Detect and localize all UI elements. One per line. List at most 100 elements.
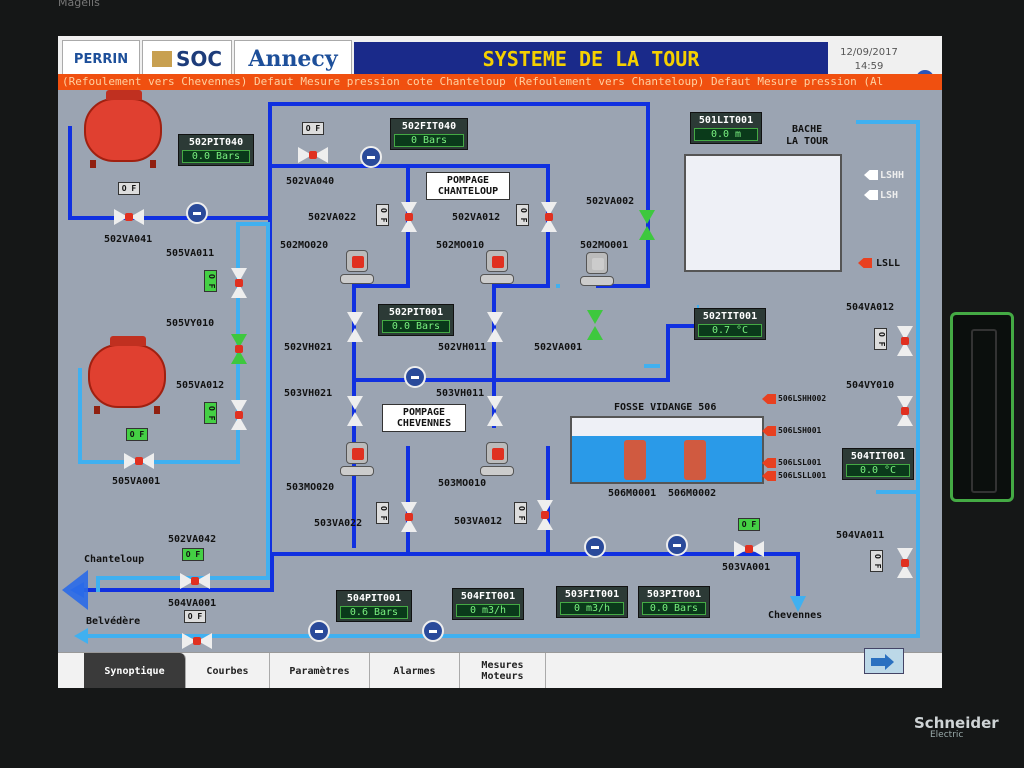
valve-504VY010[interactable] bbox=[896, 394, 914, 428]
perrin-logo: PERRIN bbox=[62, 40, 140, 78]
of-toggle[interactable]: O F bbox=[376, 204, 389, 226]
level-switch-icon bbox=[864, 190, 878, 200]
instrument-tag: 502PIT040 bbox=[188, 137, 244, 148]
valve-504VA011[interactable] bbox=[896, 546, 914, 580]
valve-belvedere[interactable] bbox=[180, 632, 214, 650]
tab-synoptique[interactable]: Synoptique bbox=[84, 653, 186, 688]
tab-courbes[interactable]: Courbes bbox=[186, 653, 270, 688]
arrow-chevennes bbox=[790, 596, 806, 612]
valve-505VA001[interactable] bbox=[122, 452, 156, 470]
label-503VH021: 503VH021 bbox=[284, 388, 333, 399]
valve-503VA001[interactable] bbox=[732, 540, 766, 558]
pump-503MO010[interactable] bbox=[480, 442, 514, 480]
schneider-logo-text: Schneider bbox=[914, 714, 999, 732]
instrument-value: 0.0 m bbox=[694, 128, 758, 141]
valve-502VA022[interactable] bbox=[400, 200, 418, 234]
valve-504VA012[interactable] bbox=[896, 324, 914, 358]
pressure-sensor-icon[interactable] bbox=[308, 620, 330, 642]
label-502VA041: 502VA041 bbox=[104, 234, 153, 245]
of-toggle[interactable]: O F bbox=[870, 550, 883, 572]
valve-505VY010[interactable] bbox=[230, 332, 248, 366]
flow-sensor-icon[interactable] bbox=[422, 620, 444, 642]
of-toggle[interactable]: O F bbox=[514, 502, 527, 524]
tab-bar: Synoptique Courbes Paramètres Alarmes Me… bbox=[58, 652, 942, 688]
bache-la-tour-tank[interactable] bbox=[684, 154, 842, 272]
tab-parametres[interactable]: Paramètres bbox=[270, 653, 370, 688]
valve-504VA001[interactable] bbox=[178, 572, 212, 590]
sump-pump-icon[interactable] bbox=[684, 440, 706, 480]
bezel-brand-top: Magelis bbox=[58, 0, 100, 9]
of-toggle[interactable]: O F bbox=[204, 270, 217, 292]
of-toggle[interactable]: O F bbox=[126, 428, 148, 441]
valve-502VA012[interactable] bbox=[540, 200, 558, 234]
label-502VA042: 502VA042 bbox=[168, 534, 217, 545]
valve-502VA040[interactable] bbox=[296, 146, 330, 164]
pressure-sensor-icon[interactable] bbox=[404, 366, 426, 388]
instrument-tag: 502FIT040 bbox=[401, 121, 457, 132]
valve-505VA011[interactable] bbox=[230, 266, 248, 300]
touch-screen: PERRIN SOC Annecy SYSTEME DE LA TOUR 12/… bbox=[58, 36, 942, 688]
valve-502VA041[interactable] bbox=[112, 208, 146, 226]
valve-502VA001[interactable] bbox=[586, 308, 604, 342]
time: 14:59 bbox=[854, 61, 884, 72]
valve-503VA012[interactable] bbox=[536, 498, 554, 532]
instrument-value: 0.7 °C bbox=[698, 324, 762, 337]
valve-503VA022[interactable] bbox=[400, 500, 418, 534]
of-toggle[interactable]: O F bbox=[204, 402, 217, 424]
sump-pump-icon[interactable] bbox=[624, 440, 646, 480]
alarm-banner[interactable]: (Refoulement vers Chevennes) Defaut Mesu… bbox=[58, 74, 942, 90]
tab-alarmes[interactable]: Alarmes bbox=[370, 653, 460, 688]
flow-sensor-icon[interactable] bbox=[584, 536, 606, 558]
exit-icon[interactable] bbox=[864, 648, 904, 674]
of-toggle[interactable]: O F bbox=[738, 518, 760, 531]
label-503VA022: 503VA022 bbox=[314, 518, 363, 529]
pump-502MO010[interactable] bbox=[480, 250, 514, 288]
of-toggle[interactable]: O F bbox=[184, 610, 206, 623]
of-toggle[interactable]: O F bbox=[118, 182, 140, 195]
label-506M0001: 506M0001 bbox=[608, 488, 657, 499]
level-switch-icon bbox=[864, 170, 878, 180]
of-toggle[interactable]: O F bbox=[874, 328, 887, 350]
tab-mesures-moteurs[interactable]: Mesures Moteurs bbox=[460, 653, 546, 688]
pipe-segment bbox=[82, 120, 920, 638]
flow-sensor-icon[interactable] bbox=[360, 146, 382, 168]
pressure-sensor-icon[interactable] bbox=[186, 202, 208, 224]
level-switch-icon bbox=[858, 258, 872, 268]
pump-503MO020[interactable] bbox=[340, 442, 374, 480]
of-toggle[interactable]: O F bbox=[516, 204, 529, 226]
valve-505VA012[interactable] bbox=[230, 398, 248, 432]
pressure-sensor-icon[interactable] bbox=[666, 534, 688, 556]
label-LSH: LSH bbox=[880, 190, 899, 201]
pump-502MO001[interactable] bbox=[580, 252, 614, 290]
label-505VY010: 505VY010 bbox=[166, 318, 215, 329]
label-chevennes: Chevennes bbox=[768, 610, 823, 621]
of-toggle[interactable]: O F bbox=[182, 548, 204, 561]
instrument-tag: 503PIT001 bbox=[646, 589, 702, 600]
instrument-value: 0.0 °C bbox=[846, 464, 910, 477]
instrument-value: 0.6 Bars bbox=[340, 606, 408, 619]
fosse-vidange-tank[interactable] bbox=[570, 416, 764, 484]
valve-502VH021[interactable] bbox=[346, 310, 364, 344]
label-LSHH: LSHH bbox=[880, 170, 905, 181]
bache-label: BACHE LA TOUR bbox=[786, 124, 829, 147]
pump-502MO020[interactable] bbox=[340, 250, 374, 288]
valve-502VA002[interactable] bbox=[638, 208, 656, 242]
valve-503VH021[interactable] bbox=[346, 394, 364, 428]
of-toggle[interactable]: O F bbox=[302, 122, 324, 135]
valve-503VH011[interactable] bbox=[486, 394, 504, 428]
of-toggle[interactable]: O F bbox=[376, 502, 389, 524]
pompage-chanteloup-label: POMPAGE CHANTELOUP bbox=[426, 172, 510, 200]
valve-502VH011[interactable] bbox=[486, 310, 504, 344]
pipe-segment bbox=[268, 164, 550, 288]
